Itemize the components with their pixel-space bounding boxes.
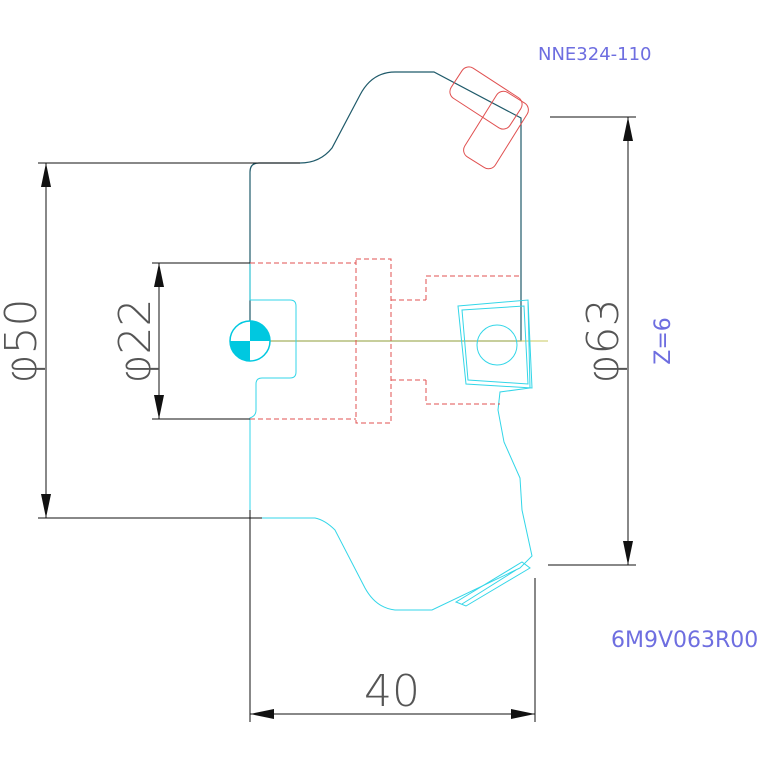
dimension-lines — [38, 116, 636, 722]
insert-code-label: NNE324-110 — [538, 44, 652, 65]
tool-code-label: 6M9V063R00 — [611, 628, 758, 653]
dim-label-phi-63: φ63 — [578, 298, 629, 383]
insert-profile-cyan — [249, 263, 533, 611]
dim-label-width-40: 40 — [364, 666, 420, 717]
tool-body-outline — [249, 71, 522, 342]
dim-label-phi-50: φ50 — [0, 298, 47, 383]
top-insert-red — [449, 66, 529, 170]
dim-label-phi-22: φ22 — [110, 298, 161, 383]
center-mark-icon — [229, 320, 271, 362]
teeth-count-label: Z=6 — [651, 317, 676, 365]
hidden-lines-red — [250, 258, 520, 424]
